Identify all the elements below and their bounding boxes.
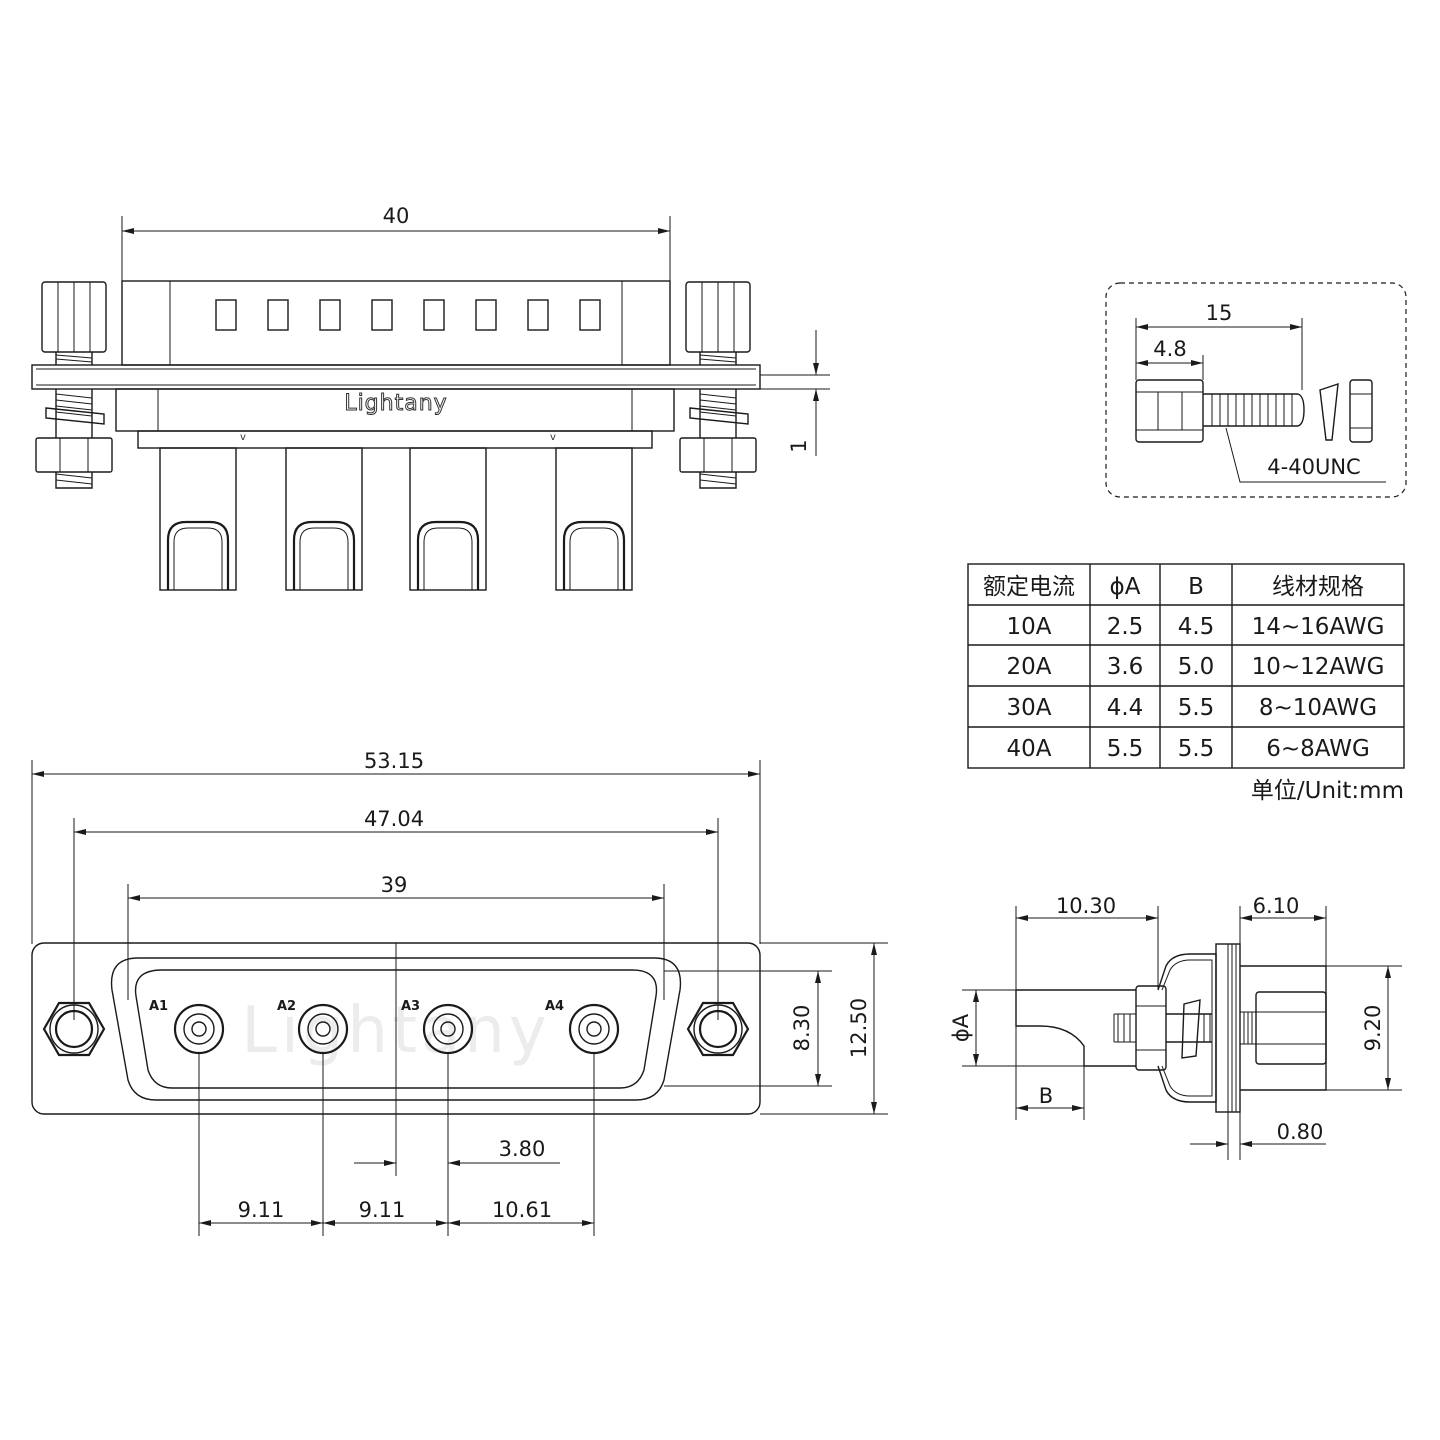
dim-3-80: 3.80	[499, 1137, 546, 1161]
dim-39: 39	[381, 873, 408, 897]
dim-b: B	[1039, 1084, 1053, 1108]
pin-label: A3	[401, 999, 420, 1014]
dim-pitch-1: 9.11	[238, 1198, 285, 1222]
brand-logo: Lightany	[344, 391, 447, 416]
left-jackscrew	[35, 281, 113, 489]
table-cell: 10A	[1006, 614, 1051, 640]
pin-label: A2	[277, 999, 296, 1014]
table-header-wire: 线材规格	[1272, 574, 1364, 600]
pin-label: A1	[149, 999, 168, 1014]
dim-53-15: 53.15	[364, 749, 424, 773]
table-cell: 6~8AWG	[1266, 736, 1370, 762]
table-cell: 14~16AWG	[1252, 614, 1385, 640]
signal-slots	[215, 299, 601, 331]
table-header-current: 额定电流	[983, 574, 1075, 600]
table-cell: 5.5	[1178, 736, 1215, 762]
dim-6-10: 6.10	[1253, 894, 1300, 918]
table-cell: 5.5	[1178, 695, 1215, 721]
svg-text:v: v	[240, 432, 246, 443]
power-contacts	[159, 447, 633, 591]
table-cell: 40A	[1006, 736, 1051, 762]
unit-note: 单位/Unit:mm	[1251, 778, 1404, 804]
table-cell: 3.6	[1107, 654, 1144, 680]
dim-phi-a: ϕA	[949, 1013, 973, 1042]
dim-0-80: 0.80	[1277, 1120, 1324, 1144]
right-jackscrew	[679, 281, 757, 489]
table-header-b: B	[1188, 574, 1204, 600]
dim-47-04: 47.04	[364, 807, 424, 831]
dim-1: 1	[787, 439, 811, 452]
dim-40: 40	[383, 204, 410, 228]
dim-pitch-3: 10.61	[492, 1198, 552, 1222]
dim-12-50: 12.50	[847, 998, 871, 1058]
svg-text:v: v	[550, 432, 556, 443]
table-cell: 8~10AWG	[1259, 695, 1377, 721]
table-header-dia-a: ϕA	[1110, 574, 1141, 600]
dim-pitch-2: 9.11	[359, 1198, 406, 1222]
dim-4-8: 4.8	[1153, 337, 1186, 361]
right-hex-nut	[686, 1001, 750, 1057]
table-cell: 4.4	[1107, 695, 1144, 721]
table-cell: 2.5	[1107, 614, 1144, 640]
table-cell: 10~12AWG	[1252, 654, 1385, 680]
pin-a4	[568, 1003, 620, 1055]
table-cell: 30A	[1006, 695, 1051, 721]
pin-a1	[173, 1003, 225, 1055]
dim-15: 15	[1206, 301, 1233, 325]
dim-9-20: 9.20	[1361, 1005, 1385, 1052]
front-view: 40 Lightany v v	[31, 204, 830, 591]
screw-detail: 15 4.8 4-40UNC	[1105, 282, 1407, 498]
spec-table: 额定电流 ϕA B 线材规格 10A 2.5 4.5 14~16AWG 20A …	[967, 563, 1405, 804]
side-view: 10.30 6.10 ϕA B	[949, 894, 1402, 1160]
watermark: Lightany	[241, 994, 550, 1068]
table-cell: 5.0	[1178, 654, 1215, 680]
table-cell: 20A	[1006, 654, 1051, 680]
left-hex-nut	[42, 1001, 106, 1057]
table-cell: 5.5	[1107, 736, 1144, 762]
bottom-view: Lightany 53.15 47.04 39	[31, 749, 888, 1236]
thread-label: 4-40UNC	[1267, 455, 1360, 479]
pin-label: A4	[545, 999, 564, 1014]
dim-8-30: 8.30	[790, 1005, 814, 1052]
dim-10-30: 10.30	[1056, 894, 1116, 918]
table-cell: 4.5	[1178, 614, 1215, 640]
